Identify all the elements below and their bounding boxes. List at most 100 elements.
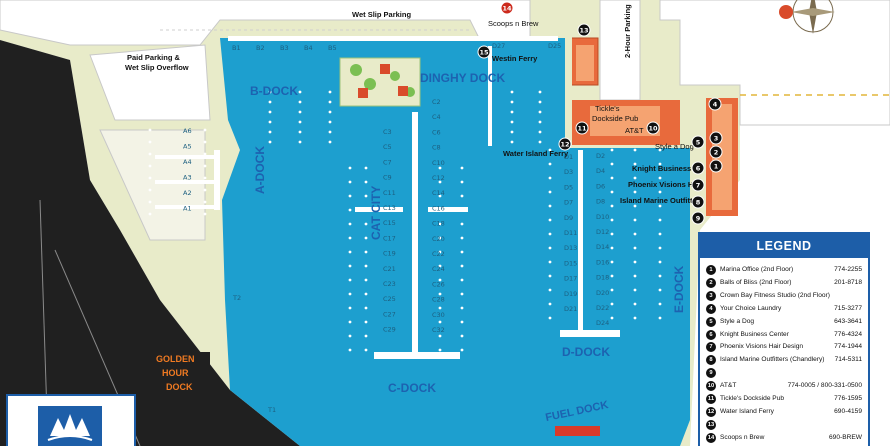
slip-label: D2 xyxy=(596,152,605,160)
piling xyxy=(633,316,637,320)
legend-item-name: Style a Dog xyxy=(720,317,755,325)
picnic-table-icon xyxy=(380,64,390,74)
slip-label: D25 xyxy=(548,42,561,50)
legend-number-icon: 9 xyxy=(706,368,716,379)
piling xyxy=(438,222,442,226)
paid-parking-lot xyxy=(89,44,211,121)
cat-city-pier xyxy=(355,207,403,212)
tickles-label-1: Tickle's xyxy=(595,104,620,113)
slip-label: C10 xyxy=(432,159,445,167)
slip-label: D13 xyxy=(564,244,577,252)
svg-text:5: 5 xyxy=(696,138,701,146)
piling xyxy=(460,166,464,170)
marker-15-icon: 15 xyxy=(477,45,491,59)
marina-logo-box xyxy=(6,394,136,446)
piling xyxy=(610,288,614,292)
building-13-roof xyxy=(576,45,594,81)
svg-text:11: 11 xyxy=(577,124,587,132)
piling xyxy=(658,204,662,208)
piling xyxy=(348,264,352,268)
legend-item-phone: 201-8718 xyxy=(834,278,862,286)
slip-label: B1 xyxy=(232,44,241,52)
legend-number-icon: 4 xyxy=(706,303,716,314)
slip-label: D12 xyxy=(596,228,609,236)
slip-label: C17 xyxy=(383,234,396,242)
svg-text:10: 10 xyxy=(648,124,658,132)
slip-label: C27 xyxy=(383,310,396,318)
a-dock-label: A-DOCK xyxy=(253,146,267,194)
piling xyxy=(348,348,352,352)
legend-item: 13 xyxy=(706,419,862,431)
crown-icon xyxy=(47,414,93,441)
piling xyxy=(460,222,464,226)
piling xyxy=(364,166,368,170)
piling xyxy=(364,222,368,226)
piling xyxy=(364,278,368,282)
legend-item-phone: 774-1944 xyxy=(834,343,862,351)
piling xyxy=(438,236,442,240)
legend-number-icon: 10 xyxy=(706,381,716,392)
legend-item-phone: 776-4324 xyxy=(834,330,862,338)
slip-label: D7 xyxy=(564,199,573,207)
legend-item-phone: 690-BREW xyxy=(829,433,862,441)
piling xyxy=(610,148,614,152)
marker-3-icon: 3 xyxy=(709,131,723,145)
slip-label: D20 xyxy=(596,289,609,297)
legend-number-icon: 5 xyxy=(706,316,716,327)
piling xyxy=(203,212,207,216)
piling xyxy=(460,180,464,184)
e-dock-label: E-DOCK xyxy=(672,265,686,313)
piling xyxy=(438,180,442,184)
slip-label: C6 xyxy=(432,128,441,136)
slip-label: C15 xyxy=(383,219,396,227)
piling xyxy=(610,204,614,208)
marker-1-icon: 1 xyxy=(709,159,723,173)
pilings xyxy=(148,90,662,352)
piling xyxy=(203,164,207,168)
slip-label: D19 xyxy=(564,290,577,298)
slip-label: D6 xyxy=(596,182,605,190)
outer-water xyxy=(0,40,300,446)
island-marine-label: Island Marine Outfitters xyxy=(620,196,704,205)
piling xyxy=(348,180,352,184)
piling xyxy=(610,302,614,306)
piling xyxy=(548,176,552,180)
piling xyxy=(438,334,442,338)
piling xyxy=(203,200,207,204)
piling xyxy=(548,274,552,278)
piling xyxy=(548,260,552,264)
piling xyxy=(148,200,152,204)
slip-label: T2 xyxy=(232,294,241,302)
piling xyxy=(348,306,352,310)
piling xyxy=(633,218,637,222)
piling xyxy=(548,204,552,208)
slip-label: D1 xyxy=(564,153,573,161)
piling xyxy=(633,204,637,208)
piling xyxy=(203,128,207,132)
slip-label: D15 xyxy=(564,259,577,267)
tickles-label-2: Dockside Pub xyxy=(592,114,638,123)
legend-item-name: Phoenix Visions Hair Design xyxy=(720,343,804,351)
piling xyxy=(610,260,614,264)
piling xyxy=(610,190,614,194)
c-dock-label: C-DOCK xyxy=(388,381,436,395)
wet-slip-parking-label: Wet Slip Parking xyxy=(352,10,411,19)
tree-icon xyxy=(364,78,376,90)
slip-label: D14 xyxy=(596,243,609,251)
piling xyxy=(538,120,542,124)
legend-item: 9 xyxy=(706,368,862,379)
piling xyxy=(203,152,207,156)
svg-text:6: 6 xyxy=(696,164,701,172)
slip-label: C5 xyxy=(383,143,392,151)
legend-number-icon: 14 xyxy=(706,432,716,443)
slip-label: B4 xyxy=(304,44,313,52)
phoenix-label: Phoenix Visions Hair xyxy=(628,180,703,189)
svg-text:15: 15 xyxy=(479,48,489,56)
top-road xyxy=(0,0,531,46)
piling xyxy=(298,130,302,134)
fuel-dock-pier xyxy=(555,426,600,436)
two-hour-parking-label: 2-Hour Parking xyxy=(623,4,632,58)
